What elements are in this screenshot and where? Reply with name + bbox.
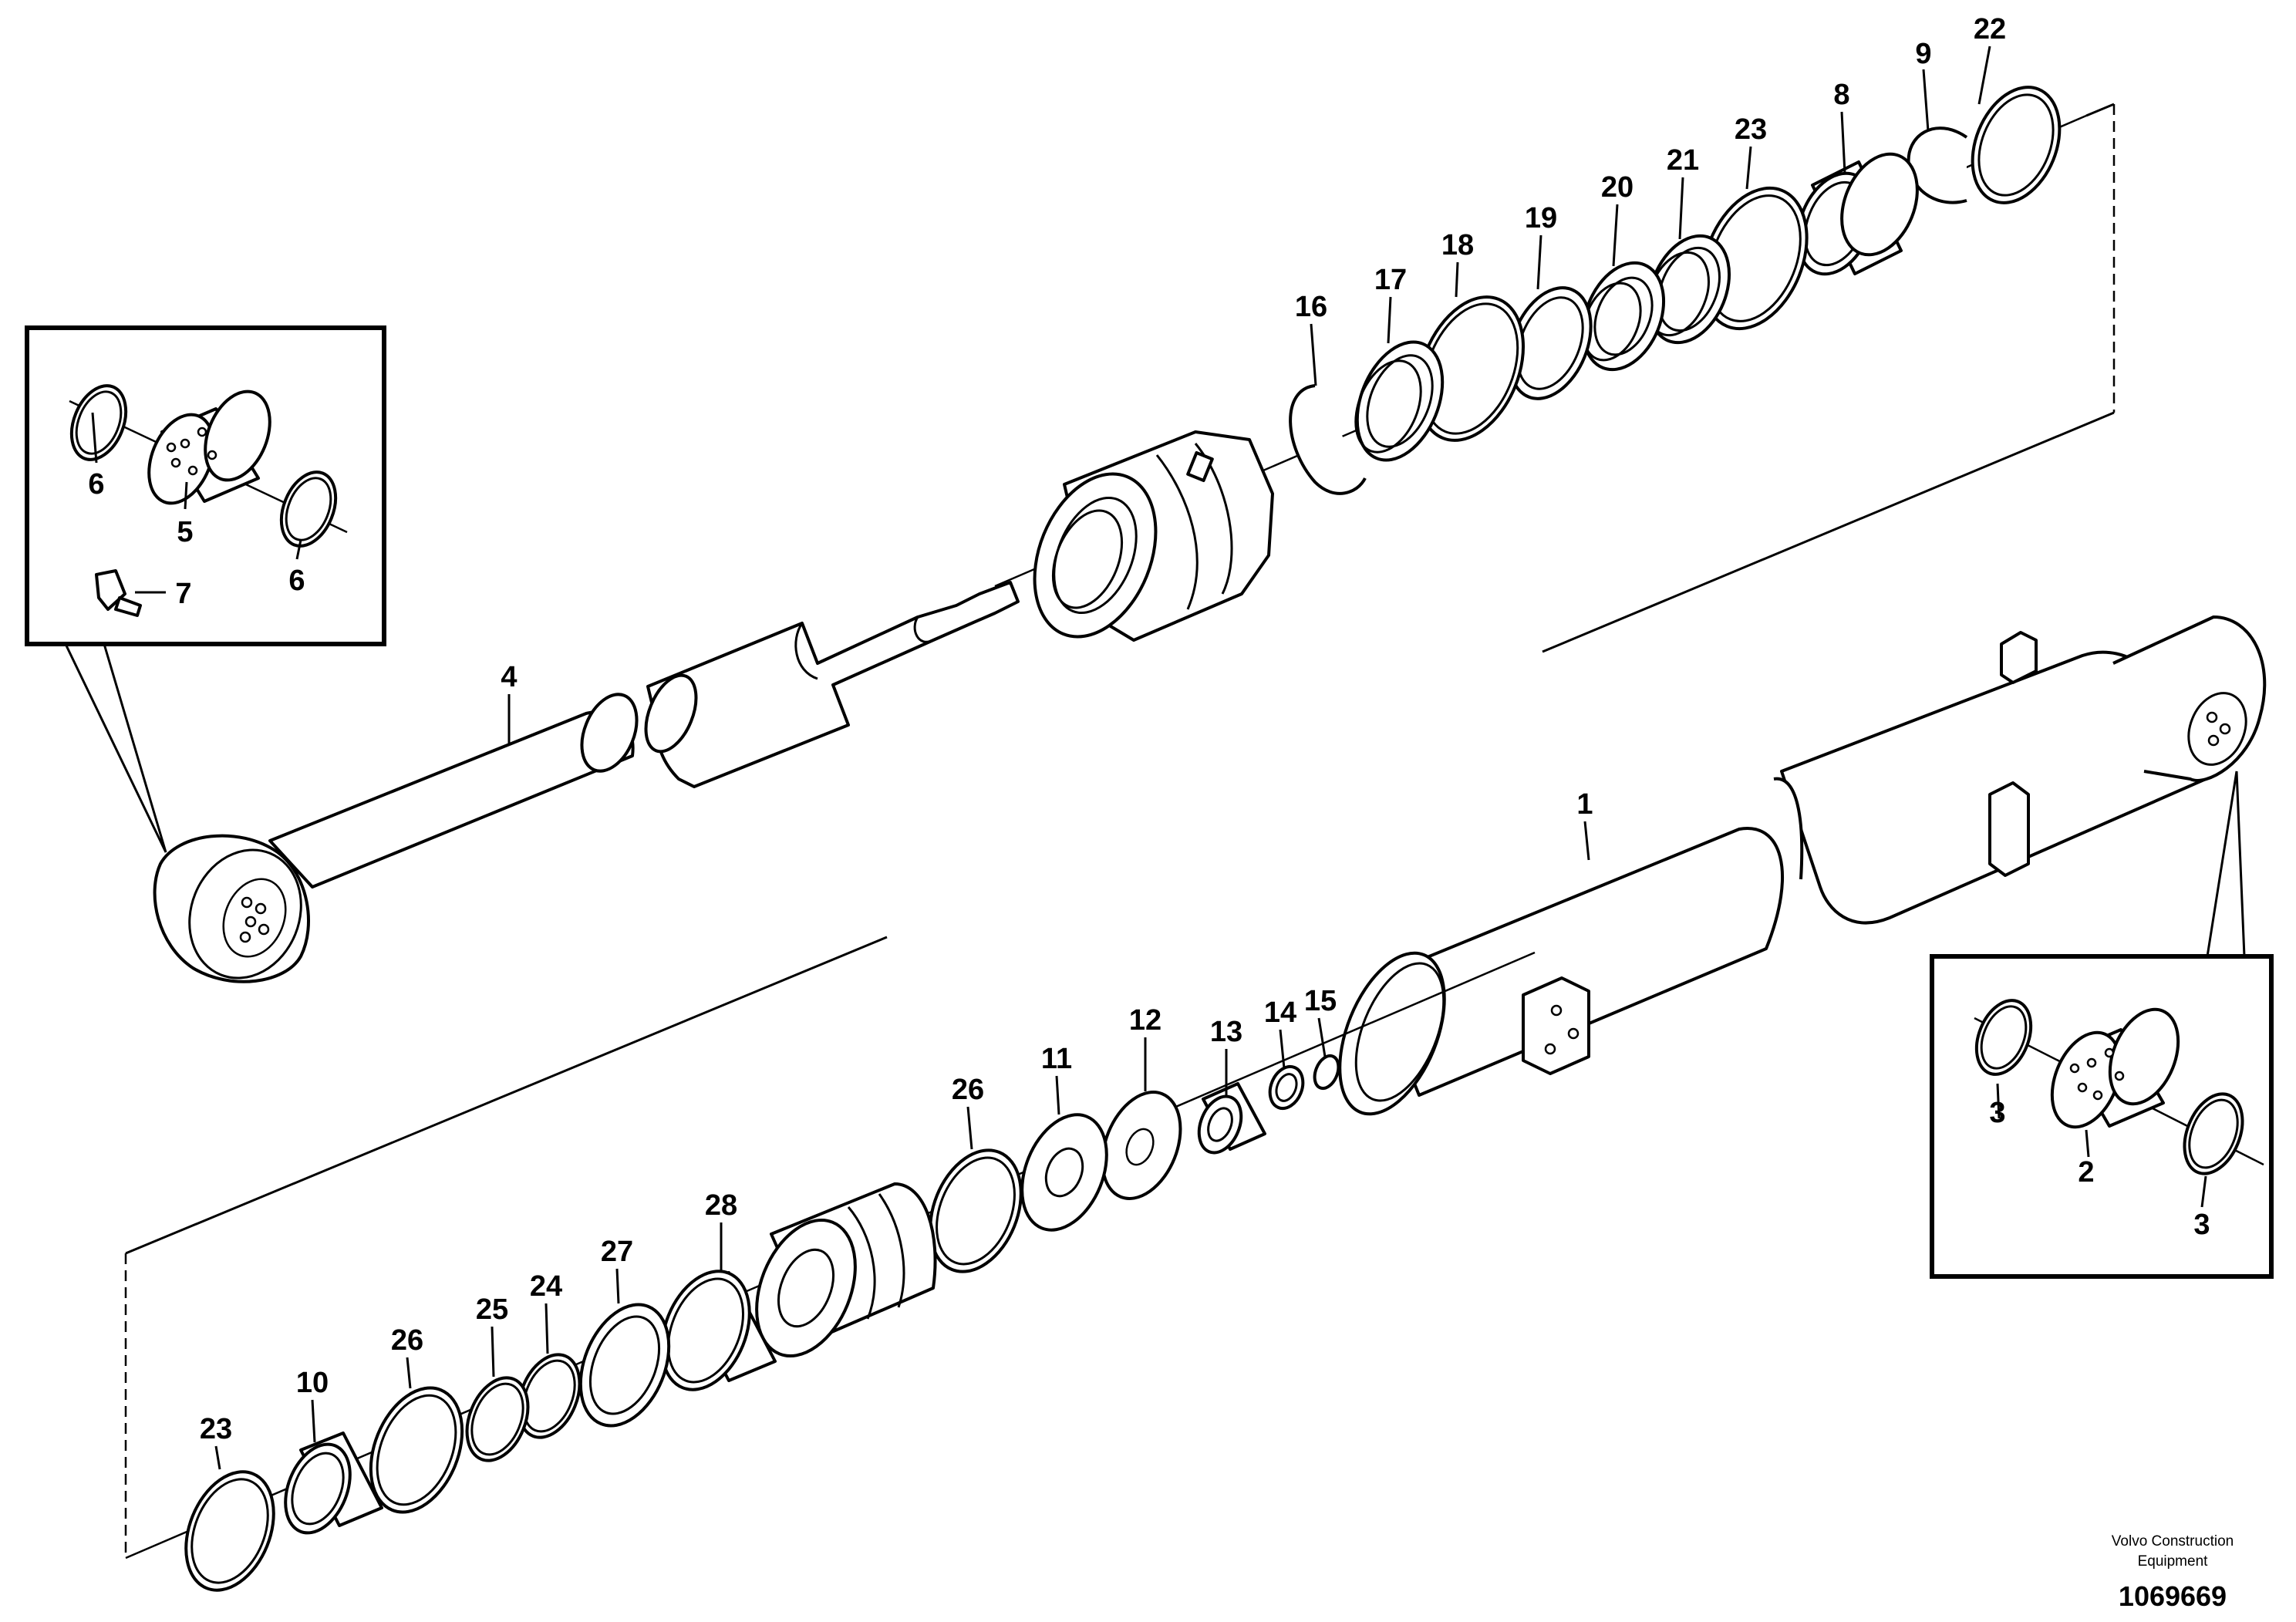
part-20-seal [1581,261,1666,372]
part-24-ring [517,1353,582,1439]
callout-19: 19 [1525,202,1557,234]
part-10-cushion-sleeve [284,1431,383,1535]
callout-4: 4 [501,661,517,693]
cylinder-head [1033,430,1274,642]
callout-27: 27 [601,1236,633,1268]
part-16-retaining-ring [1289,384,1367,495]
part-11-washer [1020,1113,1108,1232]
part-26-ring-upper [929,1148,1023,1273]
callout-18: 18 [1441,229,1474,261]
callout-26-lower: 26 [391,1324,423,1357]
callout-3-right: 3 [2193,1209,2210,1241]
footer-credit: Volvo Construction Equipment 1069669 [2112,1533,2234,1612]
part-23-ring-lower [184,1470,275,1592]
callout-leaders [91,46,2207,1470]
callout-16: 16 [1295,291,1327,323]
part-1-cylinder-tube [1338,826,1785,1116]
callout-labels: 22 9 8 23 21 20 19 18 17 16 6 5 6 7 4 1 … [88,13,2210,1445]
callout-25: 25 [476,1293,508,1326]
callout-21: 21 [1667,144,1699,177]
piston-rod [644,581,1020,788]
callout-3-left: 3 [1989,1097,2005,1129]
callout-11: 11 [1041,1043,1072,1075]
cylinder-base-end [1773,615,2267,925]
part-17-seal [1354,340,1445,462]
part-25-ring [465,1376,530,1462]
callout-23-upper: 23 [1735,113,1767,146]
callout-22: 22 [1974,13,2006,46]
callout-12: 12 [1129,1004,1161,1037]
part-14-ring [1268,1064,1305,1111]
part-21-seal [1647,234,1731,345]
callout-20: 20 [1601,171,1633,204]
part-22-wiper-ring [1971,86,2062,204]
callout-10: 10 [296,1367,329,1399]
callout-1: 1 [1576,788,1593,821]
part-27-seal [578,1303,671,1428]
callout-6-right: 6 [288,565,305,597]
part-4-rod-eye [153,693,639,983]
credit-line-2: Equipment [2138,1553,2209,1570]
callout-24: 24 [530,1270,562,1303]
document-number: 1069669 [2119,1580,2227,1612]
part-28-guide-ring [660,1270,777,1391]
callout-15: 15 [1304,985,1337,1017]
piston [755,1182,937,1358]
part-15-ring [1313,1054,1340,1091]
credit-line-1: Volvo Construction [2112,1533,2234,1549]
callout-23-lower: 23 [200,1413,232,1445]
callout-8: 8 [1833,79,1849,111]
callout-5: 5 [177,516,193,548]
detail-inset-cylinder-base [1930,771,2274,1279]
part-12-piston-nut [1101,1091,1182,1200]
callout-7: 7 [175,578,191,610]
callout-17: 17 [1374,264,1407,296]
callout-13: 13 [1210,1016,1242,1048]
callout-2: 2 [2078,1156,2094,1189]
part-26-ring-lower [369,1386,464,1514]
assembly-outline [124,103,2116,1558]
callout-26-upper: 26 [952,1074,984,1106]
callout-6-left: 6 [88,468,104,501]
callout-9: 9 [1915,38,1931,70]
detail-inset-rod-eye [25,325,386,853]
callout-28: 28 [705,1189,737,1222]
callout-14: 14 [1264,996,1296,1029]
part-8-bushing [1796,152,1919,276]
